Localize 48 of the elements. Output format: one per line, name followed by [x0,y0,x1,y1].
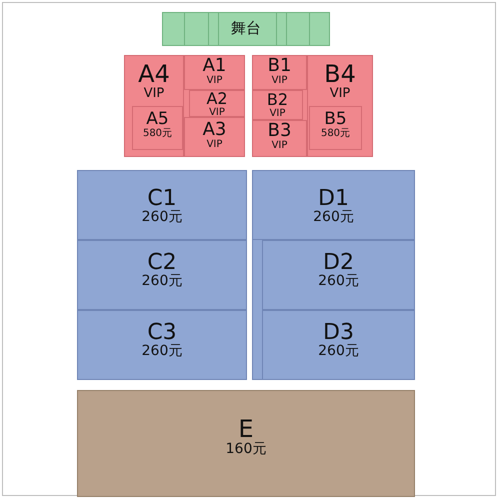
section-name: C2 [147,251,177,274]
section-name: D2 [323,251,354,274]
section-note: 260元 [318,274,359,289]
section-name: C3 [147,321,177,344]
seating-section [262,310,415,380]
section-name: B3 [268,122,292,141]
seating-section [252,55,307,90]
section-name: A1 [202,57,226,76]
section-name: B1 [268,57,292,76]
section-note: 580元 [142,128,172,140]
stage-area [162,12,330,46]
section-name: A4 [138,62,170,88]
section-name: D1 [318,187,349,210]
stage-label: 舞台 [231,21,261,37]
section-note: 580元 [320,128,350,140]
section-name: A3 [202,121,226,140]
seating-section [309,106,362,150]
section-name: C1 [147,187,177,210]
seating-section [262,240,415,310]
seating-section [184,117,245,157]
section-note: VIP [206,140,222,150]
section-note: VIP [270,108,286,120]
section-name: E [238,417,254,442]
section-name: B2 [266,92,288,109]
section-name: A5 [146,111,169,129]
seating-section [252,120,307,157]
section-note: 260元 [318,344,359,359]
seating-section [132,106,183,150]
seating-section [77,390,415,497]
seating-section [189,90,245,117]
section-note: VIP [144,87,164,101]
section-name: B4 [324,62,356,88]
section-name: A2 [206,91,228,108]
section-note: 260元 [142,344,182,359]
section-note: 260元 [313,210,354,225]
section-note: 160元 [226,442,266,457]
section-note: 260元 [142,274,182,289]
section-note: VIP [272,140,288,152]
section-note: 260元 [142,210,182,225]
section-note: VIP [272,76,288,86]
section-note: VIP [330,87,350,101]
section-name: D3 [323,321,354,344]
seating-section [77,240,247,310]
section-note: VIP [209,108,225,118]
section-note: VIP [206,76,222,86]
seating-section [252,90,303,120]
seating-section [184,55,245,90]
section-name: B5 [324,111,347,129]
